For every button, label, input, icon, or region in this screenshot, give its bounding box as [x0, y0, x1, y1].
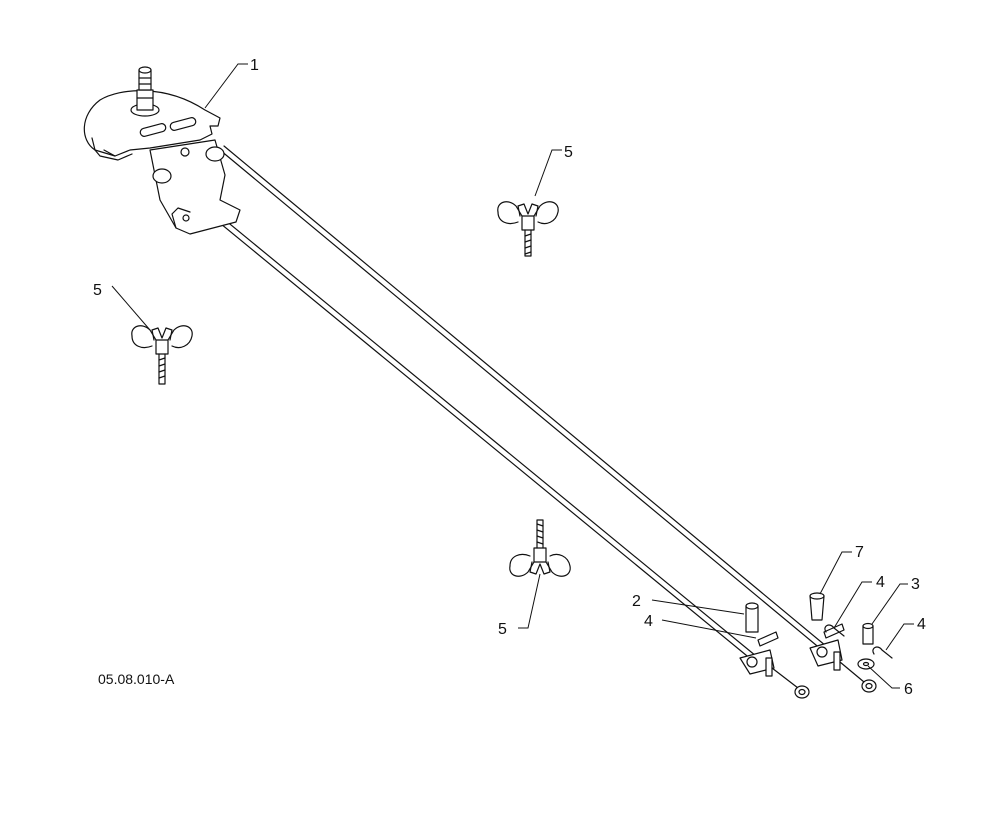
callout-5-upper: 5: [564, 144, 573, 161]
callout-4-left: 4: [644, 613, 653, 630]
drawing-code: 05.08.010-A: [98, 671, 175, 687]
lower-cable: [164, 173, 757, 661]
callout-6: 6: [904, 681, 913, 698]
washer-part-6: [857, 658, 875, 670]
pin-part-2: [745, 602, 759, 633]
hairpin-clip-right: [872, 646, 893, 659]
cable-pair: [164, 145, 827, 661]
callout-7: 7: [855, 544, 864, 561]
callout-4-right: 4: [917, 616, 926, 633]
callout-1: 1: [250, 57, 259, 74]
callout-2: 2: [632, 593, 641, 610]
callout-3: 3: [911, 576, 920, 593]
leader-lines: [111, 63, 914, 689]
control-bracket-assembly: [83, 66, 241, 235]
callout-4-middle: 4: [876, 574, 885, 591]
lower-cable-end-fitting: [739, 631, 810, 699]
cable-clip-left: [131, 325, 193, 385]
upper-cable-end-fitting: [809, 623, 877, 693]
cable-clip-lower: [509, 519, 571, 577]
cable-clip-upper: [497, 201, 559, 257]
clevis-pin-part-7: [809, 592, 825, 621]
upper-cable: [219, 145, 827, 651]
pin-part-3: [862, 622, 874, 645]
callout-5-left: 5: [93, 282, 102, 299]
callout-5-lower: 5: [498, 621, 507, 638]
